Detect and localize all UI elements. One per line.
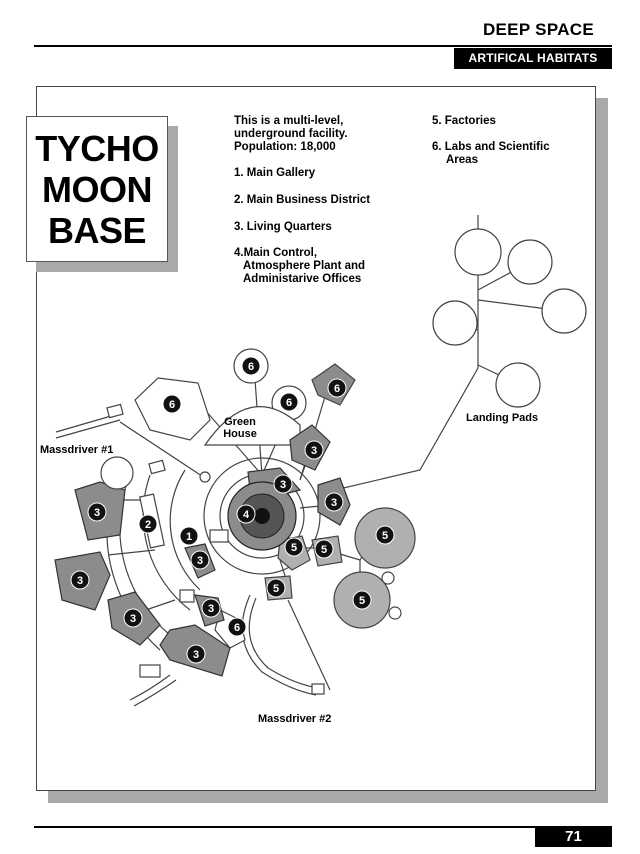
legend-item-4: 4.Main Control, Atmosphere Plant and Adm… [234, 247, 365, 286]
header-rule [34, 45, 612, 47]
massdriver-2-label: Massdriver #2 [258, 713, 331, 725]
legend-item-6-line-2: Areas [446, 154, 478, 166]
svg-text:6: 6 [234, 622, 240, 634]
legend-item-2: 2. Main Business District [234, 194, 371, 206]
business-ring [169, 469, 201, 591]
svg-text:6: 6 [334, 383, 340, 395]
green-house-label-2: House [223, 428, 257, 440]
title-line-2: MOON [42, 168, 153, 210]
legend-item-1: 1. Main Gallery [234, 167, 316, 179]
svg-text:4: 4 [243, 509, 250, 521]
svg-text:5: 5 [321, 544, 327, 556]
green-house [203, 405, 301, 446]
massdriver-1-label: Massdriver #1 [40, 444, 113, 456]
legend-item-3: 3. Living Quarters [234, 221, 332, 233]
svg-text:3: 3 [331, 497, 337, 509]
svg-text:3: 3 [130, 613, 136, 625]
legend-item-4-line-2: Atmosphere Plant and [243, 260, 366, 272]
landing-pad-trunk [334, 250, 479, 491]
footer-rule [34, 826, 612, 828]
svg-text:3: 3 [197, 555, 203, 567]
svg-text:5: 5 [359, 595, 365, 607]
zone-markers: 6 6 6 6 3 3 3 3 2 4 1 3 5 5 5 3 5 5 3 3 … [70, 356, 395, 664]
svg-text:3: 3 [280, 479, 286, 491]
svg-text:5: 5 [382, 530, 388, 542]
landing-pad [454, 228, 502, 276]
landing-pads-label: Landing Pads [466, 412, 538, 424]
svg-text:6: 6 [169, 399, 175, 411]
header-title: DEEP SPACE [482, 20, 594, 39]
svg-text:3: 3 [193, 649, 199, 661]
landing-pad [507, 239, 553, 285]
svg-text:3: 3 [77, 575, 83, 587]
intro-line-1: This is a multi-level, [234, 115, 344, 127]
svg-text:3: 3 [94, 507, 100, 519]
intro-line-3: Population: 18,000 [234, 141, 336, 153]
massdriver-1-track [55, 413, 121, 439]
title-line-1: TYCHO [35, 127, 159, 169]
svg-text:2: 2 [145, 519, 151, 531]
svg-text:6: 6 [248, 361, 254, 373]
title-line-3: BASE [47, 209, 147, 251]
legend-item-4-line-3: Administarive Offices [243, 273, 362, 285]
landing-pad [432, 300, 478, 346]
page-number: 71 [535, 826, 612, 847]
landing-pad [541, 288, 587, 334]
intro-text: This is a multi-level, underground facil… [234, 115, 348, 154]
legend-item-5: 5. Factories [432, 115, 496, 127]
legend-item-4-line-1: 4.Main Control, [234, 247, 318, 259]
svg-text:1: 1 [186, 531, 192, 543]
svg-text:5: 5 [291, 542, 297, 554]
landing-pad [495, 362, 541, 408]
title-box: TYCHO MOON BASE [26, 116, 168, 262]
green-house-label-1: Green [224, 416, 256, 428]
svg-text:3: 3 [311, 445, 317, 457]
section-label: ARTIFICAL HABITATS [454, 48, 612, 69]
legend-item-6-line-1: 6. Labs and Scientific [432, 141, 550, 153]
svg-text:3: 3 [208, 603, 214, 615]
svg-text:6: 6 [286, 397, 292, 409]
legend-item-6: 6. Labs and Scientific Areas [432, 141, 550, 167]
svg-text:5: 5 [273, 583, 279, 595]
massdriver-2-track [241, 594, 319, 696]
intro-line-2: underground facility. [234, 128, 348, 140]
